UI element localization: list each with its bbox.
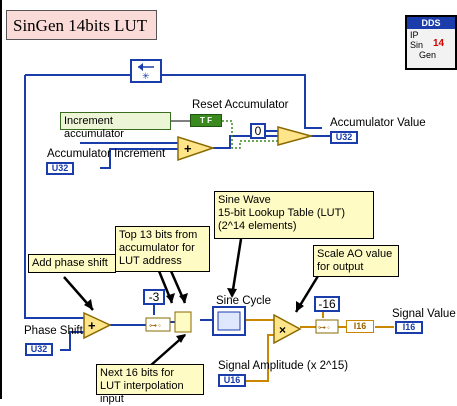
dds-icon-badge: 14 [433,38,445,49]
phase-add-node [83,311,112,340]
shift-node-b [315,319,339,334]
add-phase-shift-note: Add phase shift [28,254,116,273]
scale-ao-note: Scale AO value for output [313,245,399,277]
wire-shift-to-adder [60,331,84,351]
arrowhead-top13-b [179,293,188,303]
feedback-node-star: ✳ [142,71,150,81]
feedback-node [130,59,162,83]
signal-amplitude-control[interactable]: U16 [218,374,246,387]
wire-increment-to-adder [100,148,178,169]
split-node [174,311,192,333]
accumulator-increment-label: Accumulator Increment [47,148,166,160]
phase-shift-control[interactable]: U32 [25,343,53,356]
top-13-bits-note: Top 13 bits from accumulator for LUT add… [115,226,210,272]
scale-ao-line2: for output [317,261,364,273]
sine-wave-note-line1: Sine Wave [218,194,271,206]
zero-constant[interactable]: 0 [250,123,266,139]
scale-ao-line1: Scale AO value [317,248,393,260]
dds-icon-header: DDS [407,17,455,29]
next-16-bits-line1: Next 16 bits for [100,367,174,379]
accumulator-value-label: Accumulator Value [330,117,426,129]
top-13-bits-line3: LUT address [119,255,182,267]
shift-constant-minus3[interactable]: -3 [143,289,165,305]
reset-accumulator-label: Reset Accumulator [192,99,289,111]
to-i16-convert: I16 [346,320,374,333]
sine-wave-note-line2: 15-bit Lookup Table (LUT) [218,207,345,219]
feedback-node-arrowhead [138,63,143,71]
sine-cycle-label: Sine Cycle [216,295,271,307]
add-symbol-2: + [88,318,96,333]
dds-icon-line2: Sin [410,40,424,50]
arrowhead-add-phase [84,299,93,310]
next-16-bits-line2: LUT interpolation input [100,380,184,405]
accumulator-add-node [177,135,216,162]
signal-amplitude-label: Signal Amplitude (x 2^15) [218,360,349,372]
diagram-title: SinGen 14bits LUT [6,10,157,40]
add-symbol: + [184,141,192,156]
dds-icon-line1: IP [410,30,419,40]
arrowhead-sine-wave [227,288,237,298]
reset-accumulator-control[interactable]: T F [190,114,222,127]
phase-shift-label: Phase Shift [24,325,83,337]
shift-node-a-label: ⊶◦ [149,322,162,331]
sine-cycle-inner [217,311,241,331]
select-node [277,126,314,146]
shift-constant-minus16[interactable]: -16 [314,296,340,312]
accumulator-value-indicator[interactable]: U32 [330,131,358,144]
bool-wire [222,120,278,149]
multiply-symbol: × [279,323,286,337]
dds-ip-icon: DDS IP Sin Gen 14 [405,15,457,70]
sine-wave-note-line3: (2^14 elements) [218,220,297,232]
increment-accumulator-note: Increment accumulator [60,112,171,140]
signal-value-indicator[interactable]: I16 [395,321,423,334]
top-13-bits-line1: Top 13 bits from [119,229,198,241]
wire-adder-out [213,135,278,149]
top-13-bits-line2: accumulator for [119,242,195,254]
next-16-bits-note: Next 16 bits for LUT interpolation input [96,364,204,405]
arrowhead-top13-a [166,293,175,303]
signal-value-label: Signal Value [392,308,456,320]
shift-node-a [145,317,171,332]
accumulator-increment-control[interactable]: U32 [46,162,74,175]
sine-wave-note: Sine Wave 15-bit Lookup Table (LUT) (2^1… [214,191,374,239]
wire-amp-to-mult [245,334,274,382]
shift-node-b-label: ⊶◦ [318,324,331,333]
arrow-sine-wave [230,238,243,297]
arrowhead-next16 [176,334,186,343]
multiply-node [273,313,302,345]
dds-icon-line3: Gen [419,50,437,60]
feedback-wire-left [24,75,84,319]
arrowhead-scale-ao [296,301,304,312]
